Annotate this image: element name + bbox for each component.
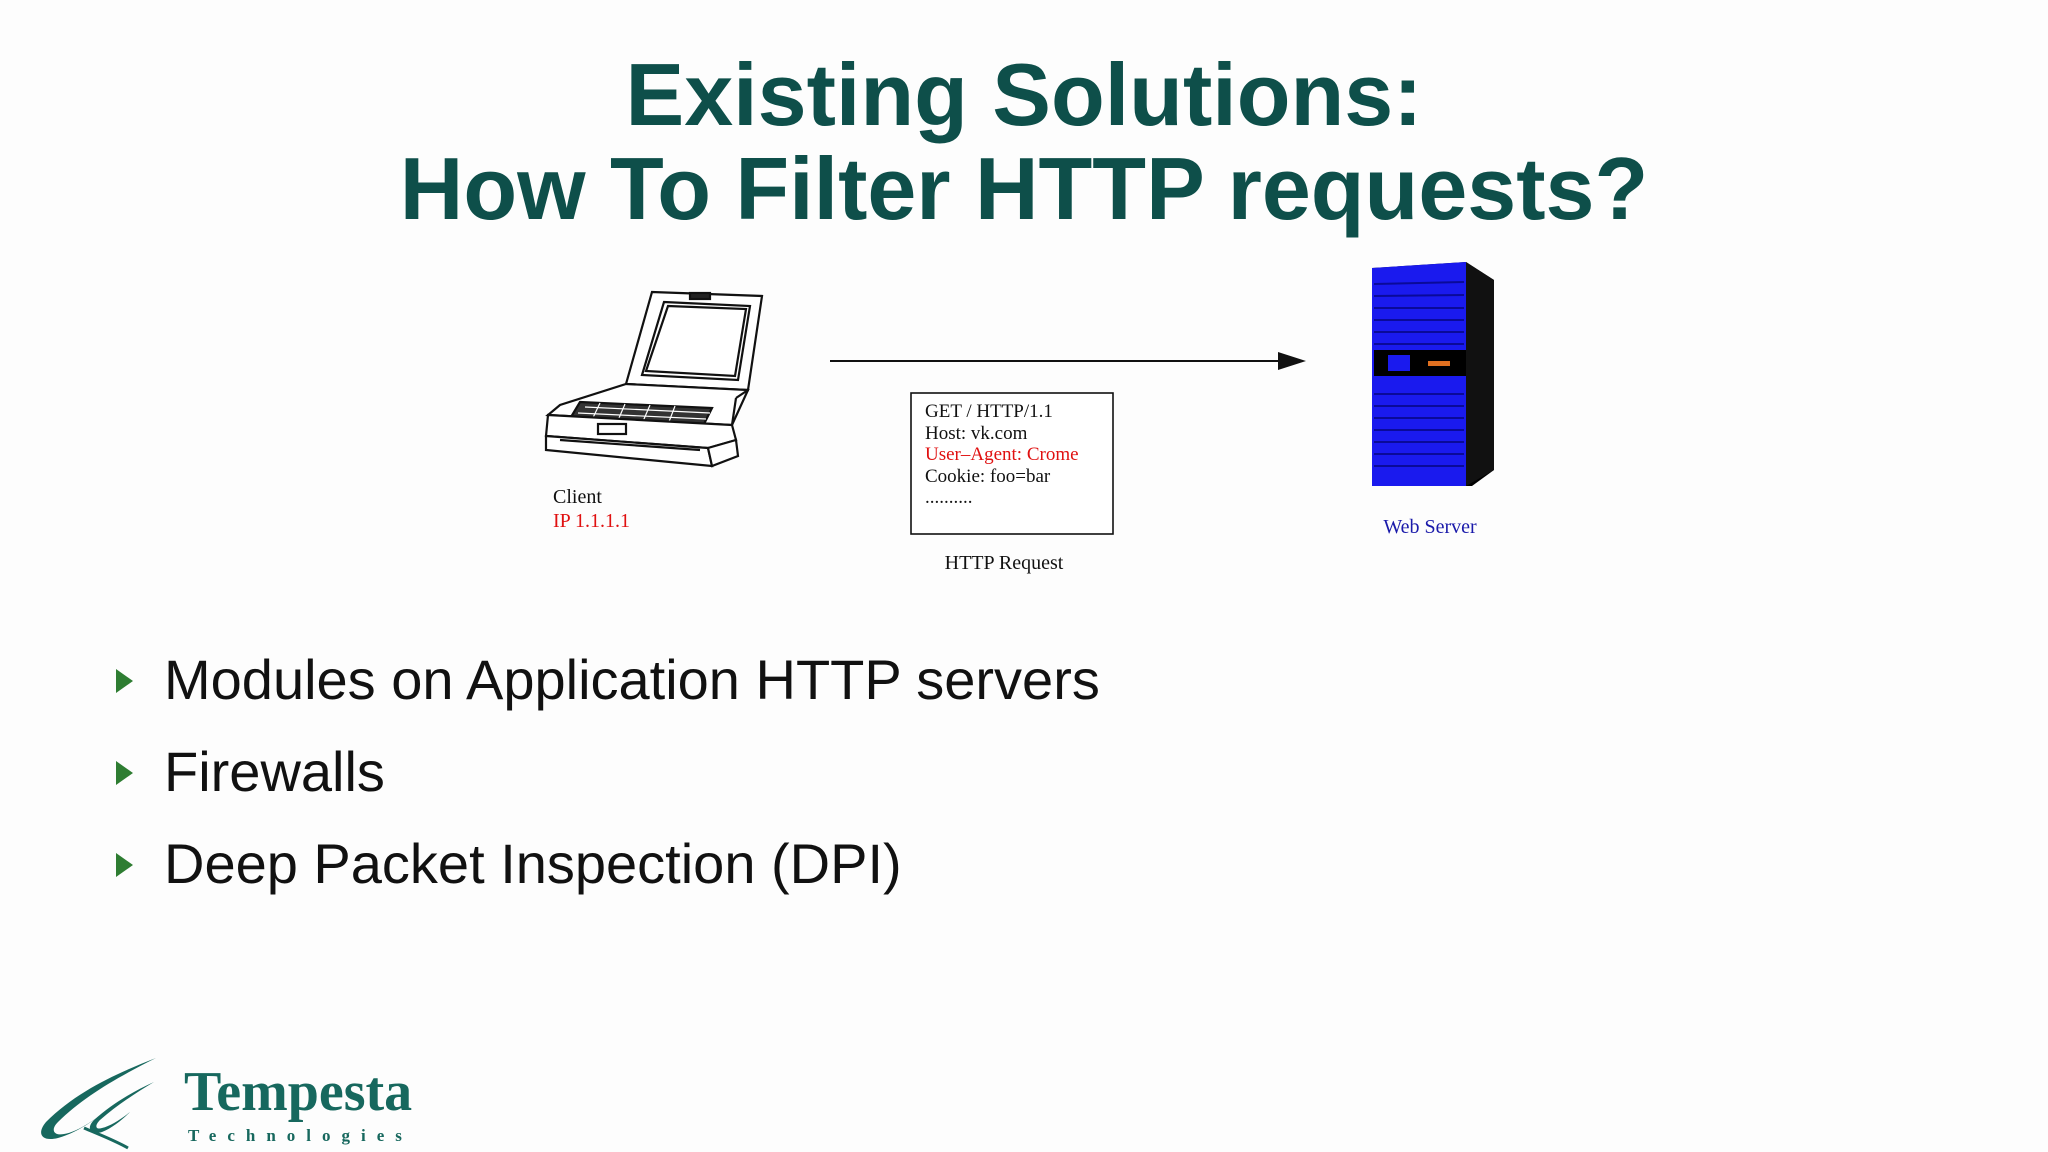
- http-request-diagram: Client IP 1.1.1.1 GET / HTTP/1.1 Host: v…: [544, 262, 1494, 574]
- bullet-arrow-icon: [116, 669, 133, 693]
- http-request-caption: HTTP Request: [945, 552, 1064, 574]
- request-line-5: ..........: [925, 487, 973, 508]
- request-line-2: Host: vk.com: [925, 423, 1028, 444]
- slide-title: Existing Solutions: How To Filter HTTP r…: [0, 48, 2048, 236]
- request-arrowhead-icon: [1278, 352, 1306, 370]
- http-request-box: [910, 392, 1114, 535]
- request-line-1: GET / HTTP/1.1: [925, 401, 1053, 422]
- bullet-arrow-icon: [116, 761, 133, 785]
- request-line-4: Cookie: foo=bar: [925, 466, 1051, 487]
- logo-subtitle: Technologies: [188, 1126, 413, 1145]
- request-line-3: User–Agent: Crome: [925, 444, 1079, 465]
- bullet-text: Deep Packet Inspection (DPI): [164, 832, 902, 895]
- bullet-text: Firewalls: [164, 740, 385, 803]
- slide-title-line-2: How To Filter HTTP requests?: [399, 139, 1649, 238]
- client-ip: IP 1.1.1.1: [553, 510, 630, 532]
- logo-name: Tempesta: [184, 1061, 413, 1123]
- client-label: Client: [553, 486, 602, 508]
- laptop-icon: [544, 290, 764, 468]
- web-server-label: Web Server: [1383, 516, 1477, 538]
- server-icon: [1372, 262, 1494, 486]
- bullet-arrow-icon: [116, 853, 133, 877]
- slide-title-line-1: Existing Solutions:: [625, 45, 1423, 144]
- tempesta-logo: Tempesta Technologies: [28, 1050, 448, 1150]
- logo-swoosh-icon: [41, 1058, 156, 1150]
- bullet-text: Modules on Application HTTP servers: [164, 648, 1100, 711]
